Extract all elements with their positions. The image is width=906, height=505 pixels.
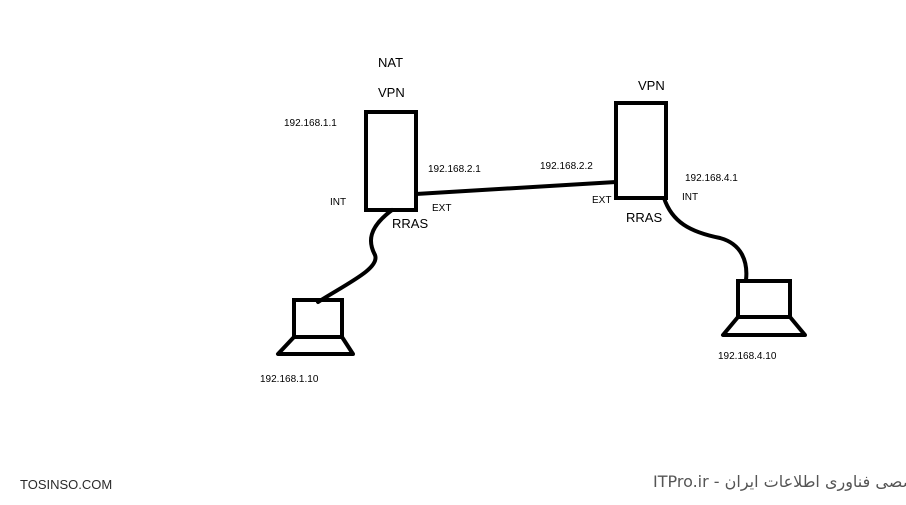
left-laptop-icon — [276, 298, 355, 356]
left-int-port: INT — [330, 197, 346, 208]
router-link — [415, 180, 617, 196]
right-vpn-label: VPN — [638, 78, 665, 93]
right-laptop-icon — [721, 279, 807, 337]
left-rras-label: RRAS — [392, 216, 428, 231]
right-ext-port: EXT — [592, 195, 611, 206]
left-client-ip: 192.168.1.10 — [260, 374, 319, 385]
left-router-box — [364, 110, 418, 212]
watermark-center: وب سایت تخصصی فناوری اطلاعات ایران - ITP… — [653, 472, 906, 492]
left-ext-port: EXT — [432, 203, 451, 214]
watermark-left: TOSINSO.COM — [20, 477, 112, 492]
right-cable — [662, 196, 749, 282]
right-client-ip: 192.168.4.10 — [718, 351, 777, 362]
left-ext-ip: 192.168.2.1 — [428, 164, 481, 175]
right-rras-label: RRAS — [626, 210, 662, 225]
left-int-ip: 192.168.1.1 — [284, 118, 337, 129]
left-vpn-label: VPN — [378, 85, 405, 100]
left-nat-label: NAT — [378, 55, 403, 70]
right-int-port: INT — [682, 192, 698, 203]
right-router-box — [614, 101, 668, 200]
left-cable — [316, 208, 394, 304]
right-int-ip: 192.168.4.1 — [685, 173, 738, 184]
right-ext-ip: 192.168.2.2 — [540, 161, 593, 172]
